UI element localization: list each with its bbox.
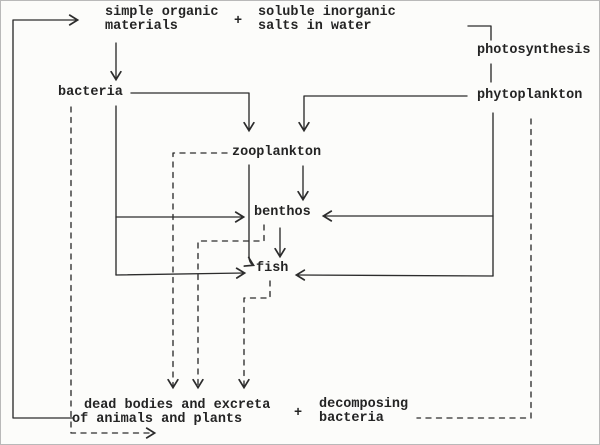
- edge-salts-to-photosynthesis: [467, 25, 492, 41]
- edge-bacteria-to-zooplankton: [130, 92, 255, 133]
- node-fish: fish: [256, 261, 289, 276]
- node-dead-bodies-line2: of animals and plants: [72, 412, 243, 427]
- edge-phytoplankton-to-fish: [294, 269, 494, 281]
- node-simple-organic-materials: simple organic materials: [105, 5, 219, 34]
- node-soluble-inorganic-salts: soluble inorganic salts in water: [258, 5, 396, 34]
- plus-sign-top: +: [234, 14, 243, 29]
- node-zooplankton: zooplankton: [232, 145, 322, 160]
- node-phytoplankton: phytoplankton: [477, 88, 583, 103]
- edge-bacteria-to-dead-bodies: [70, 106, 157, 439]
- node-dead-bodies-line1: dead bodies and excreta: [84, 398, 271, 413]
- node-bacteria: bacteria: [58, 85, 123, 100]
- edge-fish-to-dead-bodies: [238, 280, 271, 390]
- plus-sign-bottom: +: [294, 406, 303, 421]
- edge-phytoplankton-to-zooplankton: [298, 95, 468, 133]
- node-benthos: benthos: [254, 205, 311, 220]
- node-decomposing-bacteria: decomposing bacteria: [319, 397, 409, 426]
- edge-zooplankton-to-dead-bodies: [167, 152, 228, 390]
- edge-dead-to-simple: [12, 14, 80, 419]
- edge-bacteria-to-fish: [115, 267, 247, 279]
- node-photosynthesis: photosynthesis: [477, 43, 591, 58]
- edge-benthos-to-dead-bodies: [192, 224, 265, 390]
- edge-phytoplankton-to-decomposing-bacteria: [416, 118, 532, 419]
- edge-zooplankton-to-fish: [243, 164, 255, 267]
